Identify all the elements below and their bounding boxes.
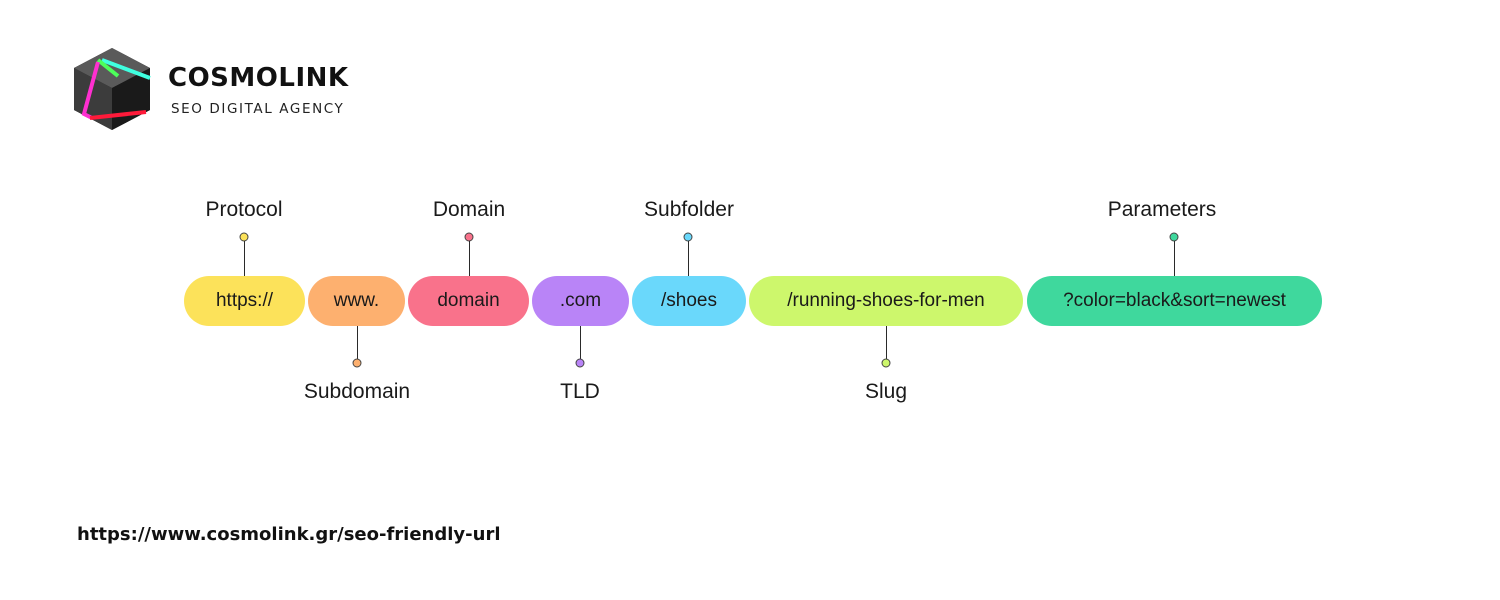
url-segment-subfolder: /shoes bbox=[632, 276, 746, 326]
domain-connector-line bbox=[469, 241, 470, 276]
slug-connector-dot bbox=[881, 358, 891, 368]
url-segment-protocol: https:// bbox=[184, 276, 305, 326]
label-parameters: Parameters bbox=[1107, 198, 1217, 221]
tld-connector-line bbox=[580, 326, 581, 360]
label-subdomain: Subdomain bbox=[303, 380, 411, 403]
label-domain: Domain bbox=[432, 198, 506, 221]
label-protocol: Protocol bbox=[205, 198, 283, 221]
label-tld: TLD bbox=[560, 380, 600, 403]
subdomain-connector-dot bbox=[352, 358, 362, 368]
label-slug: Slug bbox=[864, 380, 908, 403]
url-segment-slug: /running-shoes-for-men bbox=[749, 276, 1023, 326]
label-subfolder: Subfolder bbox=[644, 198, 734, 221]
cosmolink-logo-icon bbox=[74, 48, 151, 130]
url-segment-subdomain: www. bbox=[308, 276, 405, 326]
url-segment-domain: domain bbox=[408, 276, 529, 326]
footer-source-url: https://www.cosmolink.gr/seo-friendly-ur… bbox=[77, 524, 501, 545]
slug-connector-line bbox=[886, 326, 887, 360]
url-segment-parameters: ?color=black&sort=newest bbox=[1027, 276, 1322, 326]
url-segment-tld: .com bbox=[532, 276, 629, 326]
parameters-connector-line bbox=[1174, 241, 1175, 276]
subfolder-connector-line bbox=[688, 241, 689, 276]
brand-tagline: SEO DIGITAL AGENCY bbox=[171, 101, 345, 117]
protocol-connector-line bbox=[244, 241, 245, 276]
subdomain-connector-line bbox=[357, 326, 358, 360]
tld-connector-dot bbox=[575, 358, 585, 368]
brand-name: COSMOLINK bbox=[168, 63, 349, 93]
